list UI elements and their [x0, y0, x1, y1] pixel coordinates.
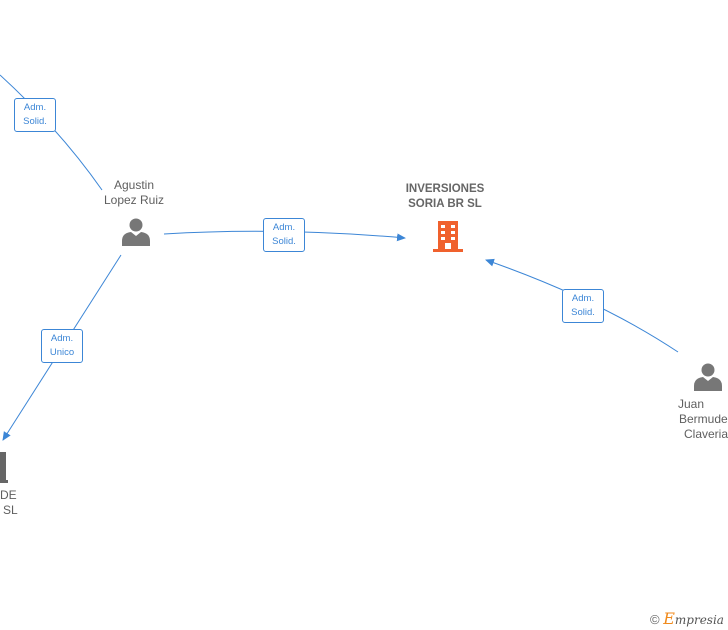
edge-label-agustin-left[interactable]: Adm. Unico	[41, 329, 83, 363]
node-label-line2: SL	[3, 503, 18, 517]
edge-label-line1: Adm.	[571, 293, 595, 304]
person-icon[interactable]	[693, 362, 723, 392]
node-label-agustin[interactable]: Agustin Lopez Ruiz	[94, 178, 174, 208]
node-label-company[interactable]: INVERSIONES SORIA BR SL	[390, 182, 500, 212]
node-label-line1: DE	[0, 488, 17, 502]
node-label-line1: INVERSIONES	[405, 183, 485, 195]
node-label-line1: Juan	[678, 397, 705, 411]
edge-label-line2: Solid.	[23, 116, 47, 127]
edge-label-line2: Solid.	[571, 307, 595, 318]
brand-logo-text: mpresia	[674, 613, 724, 627]
person-icon[interactable]	[121, 217, 151, 247]
edge-label-line1: Adm.	[23, 102, 47, 113]
node-label-line3: Claveria	[684, 427, 728, 441]
edge-label-juan-company[interactable]: Adm. Solid.	[562, 289, 604, 323]
building-icon[interactable]	[431, 219, 465, 253]
node-label-line2: SORIA BR SL	[408, 198, 482, 210]
building-icon[interactable]	[0, 450, 8, 484]
edge-label-top-left[interactable]: Adm. Solid.	[14, 98, 56, 132]
node-label-line2: Bermudez	[679, 412, 728, 426]
node-label-line2: Lopez Ruiz	[103, 193, 165, 207]
edge-label-line2: Unico	[49, 347, 75, 358]
edge-label-agustin-company[interactable]: Adm. Solid.	[263, 218, 305, 252]
edge-label-line2: Solid.	[272, 236, 296, 247]
node-label-line1: Agustin	[113, 178, 155, 192]
edge-label-line1: Adm.	[272, 222, 296, 233]
edge-label-line1: Adm.	[50, 333, 74, 344]
brand-logo-letter: E	[663, 609, 675, 628]
footer-brand: © Empresia	[650, 609, 724, 628]
node-label-left-company[interactable]: DE SL	[0, 488, 20, 518]
copyright-icon: ©	[650, 612, 660, 627]
edge-top-left	[0, 74, 103, 191]
node-label-juan[interactable]: Juan Bermudez Claveria	[672, 397, 728, 442]
